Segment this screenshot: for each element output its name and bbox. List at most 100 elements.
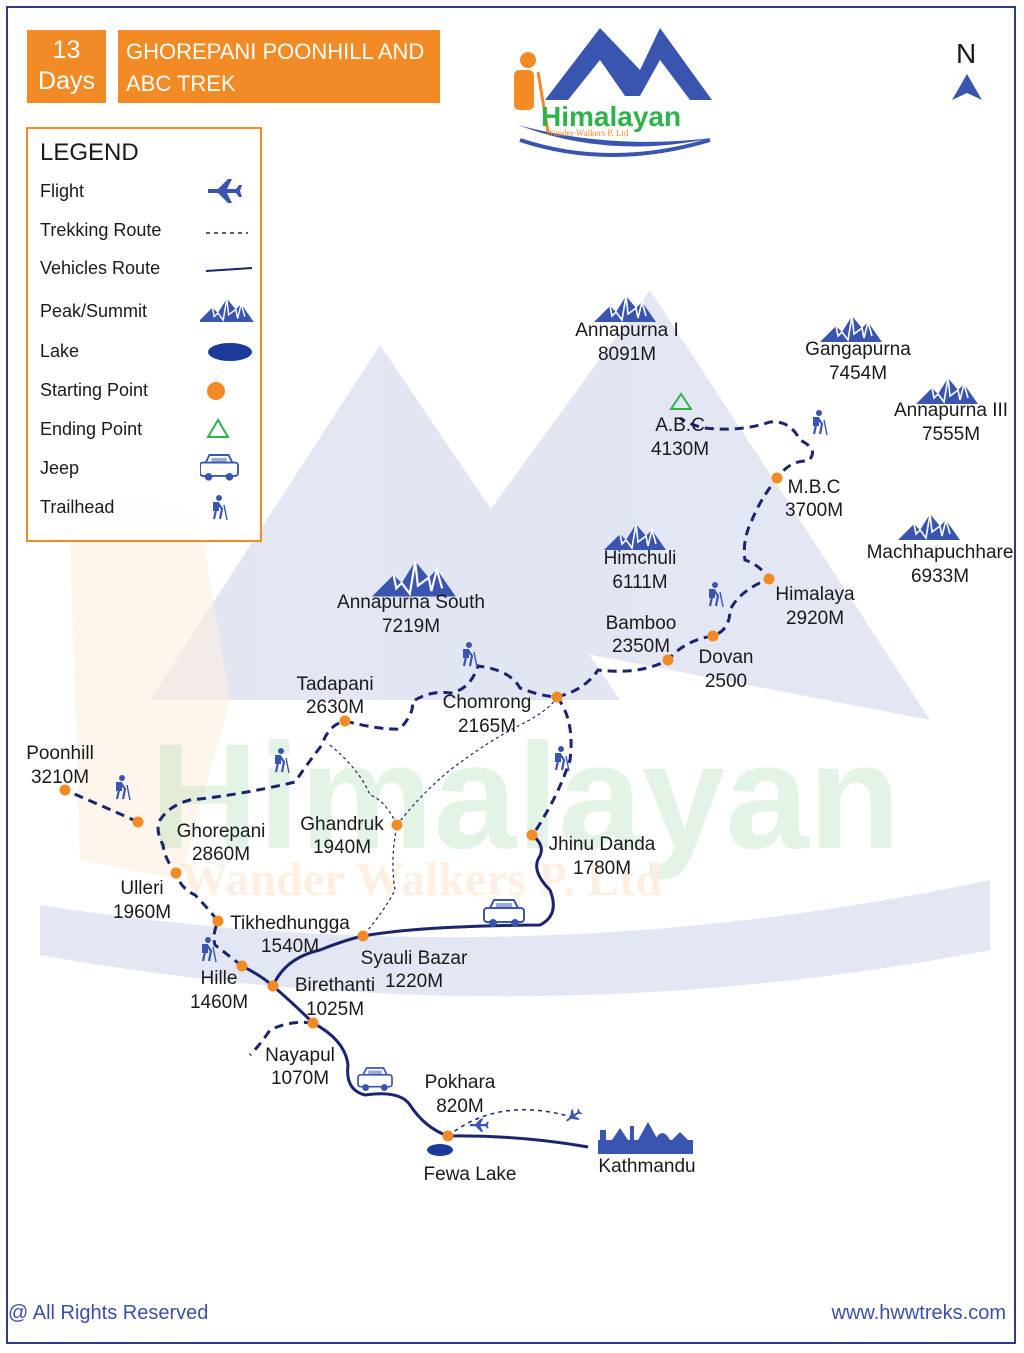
place-name: Ulleri bbox=[120, 878, 163, 899]
point-ulleri bbox=[170, 867, 182, 879]
peak-name: Himchuli bbox=[604, 548, 677, 569]
place-elevation: 1070M bbox=[271, 1068, 329, 1089]
place-name: Jhinu Danda bbox=[549, 834, 656, 855]
page-frame bbox=[6, 6, 1016, 1344]
place-elevation: 2630M bbox=[306, 697, 364, 718]
peak-name: Annapurna I bbox=[575, 320, 679, 341]
peak-name: Gangapurna bbox=[805, 339, 911, 360]
point-pokhara bbox=[442, 1130, 454, 1142]
peak-name: Annapurna III bbox=[894, 400, 1008, 421]
place-elevation: 1780M bbox=[573, 858, 631, 879]
place-name: Birethanti bbox=[295, 975, 375, 996]
copyright-text: @ All Rights Reserved bbox=[8, 1302, 209, 1324]
hiker-icon bbox=[211, 493, 229, 522]
legend-panel: LEGEND Flight Trekking Route Vehicles Ro… bbox=[26, 127, 262, 542]
point-dovan bbox=[707, 630, 719, 642]
peak-elevation: 7219M bbox=[382, 616, 440, 637]
fewa-lake-shape bbox=[427, 1144, 453, 1156]
green-triangle-icon bbox=[206, 418, 230, 438]
point-ghandruk bbox=[391, 819, 403, 831]
place-name: A.B.C bbox=[655, 415, 705, 436]
legend-item-peak: Peak/Summit bbox=[40, 297, 255, 327]
place-elevation: 820M bbox=[436, 1096, 484, 1117]
place-name: Tikhedhungga bbox=[230, 913, 350, 934]
watermark-text: Himalayan Wander Walkers P. Ltd bbox=[150, 712, 900, 906]
lake-icon bbox=[208, 343, 252, 361]
peak-elevation: 7555M bbox=[922, 424, 980, 445]
point-poonhill bbox=[59, 784, 71, 796]
jeep-icon bbox=[200, 454, 239, 482]
north-arrow-icon bbox=[952, 74, 982, 100]
point-mbc bbox=[771, 472, 783, 484]
days-badge: 13 Days bbox=[27, 30, 106, 103]
point-birethanti bbox=[267, 980, 279, 992]
point-tikhedhungga bbox=[212, 915, 224, 927]
mountain-icon bbox=[200, 297, 255, 323]
place-name: Chomrong bbox=[443, 692, 532, 713]
route-points bbox=[59, 472, 783, 1142]
secondary-trails bbox=[329, 696, 558, 937]
legend-item-jeep: Jeep bbox=[40, 454, 250, 484]
trek-title: GHOREPANI POONHILL AND ABC TREK bbox=[118, 30, 440, 103]
peak-elevation: 7454M bbox=[829, 363, 887, 384]
north-compass: N bbox=[948, 38, 988, 104]
place-elevation: 2350M bbox=[612, 636, 670, 657]
place-name: Ghorepani bbox=[177, 821, 266, 842]
place-elevation: 4130M bbox=[651, 439, 709, 460]
svg-text:Wander Walkers P. Ltd: Wander Walkers P. Ltd bbox=[546, 128, 629, 138]
orange-dot-icon bbox=[207, 382, 225, 400]
kathmandu-skyline-icon bbox=[598, 1122, 693, 1154]
website-link[interactable]: www.hwwtreks.com bbox=[831, 1302, 1006, 1324]
peak-elevation: 8091M bbox=[598, 344, 656, 365]
days-number: 13 bbox=[52, 36, 81, 64]
place-elevation: 1220M bbox=[385, 971, 443, 992]
peak-name: Annapurna South bbox=[337, 592, 485, 613]
place-elevation: 1025M bbox=[306, 999, 364, 1020]
place-elevation: 3700M bbox=[785, 500, 843, 521]
point-tadapani bbox=[339, 715, 351, 727]
place-name: Syauli Bazar bbox=[361, 948, 468, 969]
place-name: Poonhill bbox=[26, 743, 94, 764]
peak-elevation: 6111M bbox=[612, 572, 667, 593]
svg-text:Wander Walkers P. Ltd: Wander Walkers P. Ltd bbox=[180, 853, 662, 906]
legend-item-starting-point: Starting Point bbox=[40, 376, 250, 406]
legend-item-vehicles-route: Vehicles Route bbox=[40, 254, 253, 284]
place-name: M.B.C bbox=[788, 477, 841, 498]
place-name: Dovan bbox=[699, 647, 754, 668]
airplane-icon bbox=[208, 179, 242, 203]
place-name: Ghandruk bbox=[300, 814, 384, 835]
place-name: Nayapul bbox=[265, 1045, 335, 1066]
legend-item-trekking-route: Trekking Route bbox=[40, 216, 250, 246]
place-name: Himalaya bbox=[775, 584, 855, 605]
point-ghorepani bbox=[132, 816, 144, 828]
legend-item-ending-point: Ending Point bbox=[40, 415, 250, 445]
vehicle-routes bbox=[241, 833, 589, 1149]
peak-labels: Annapurna I 8091M Gangapurna 7454M Annap… bbox=[337, 320, 1013, 637]
peak-name: Machhapuchhare bbox=[867, 542, 1014, 563]
legend-item-flight: Flight bbox=[40, 177, 250, 207]
place-elevation: 3210M bbox=[31, 767, 89, 788]
peak-elevation: 6933M bbox=[911, 566, 969, 587]
place-elevation: 2920M bbox=[786, 608, 844, 629]
place-elevation: 1460M bbox=[190, 992, 248, 1013]
point-jhinu-danda bbox=[526, 829, 538, 841]
days-unit: Days bbox=[38, 67, 95, 95]
place-elevation: 2500 bbox=[705, 671, 747, 692]
legend-item-trailhead: Trailhead bbox=[40, 493, 250, 523]
point-chomrong bbox=[551, 691, 563, 703]
place-labels: A.B.C 4130M M.B.C 3700M Himalaya 2920M D… bbox=[26, 415, 855, 1185]
place-name: Pokhara bbox=[425, 1072, 496, 1093]
place-name: Fewa Lake bbox=[424, 1164, 517, 1185]
svg-text:Himalayan: Himalayan bbox=[541, 101, 681, 132]
place-name: Kathmandu bbox=[598, 1156, 695, 1177]
place-elevation: 2860M bbox=[192, 844, 250, 865]
ending-point-abc bbox=[669, 392, 693, 410]
place-elevation: 1940M bbox=[313, 837, 371, 858]
point-syauli-bazar bbox=[357, 930, 369, 942]
point-hille bbox=[236, 960, 248, 972]
point-nayapul bbox=[307, 1017, 319, 1029]
north-label: N bbox=[956, 38, 977, 69]
legend-title: LEGEND bbox=[40, 139, 139, 166]
place-elevation: 2165M bbox=[458, 716, 516, 737]
